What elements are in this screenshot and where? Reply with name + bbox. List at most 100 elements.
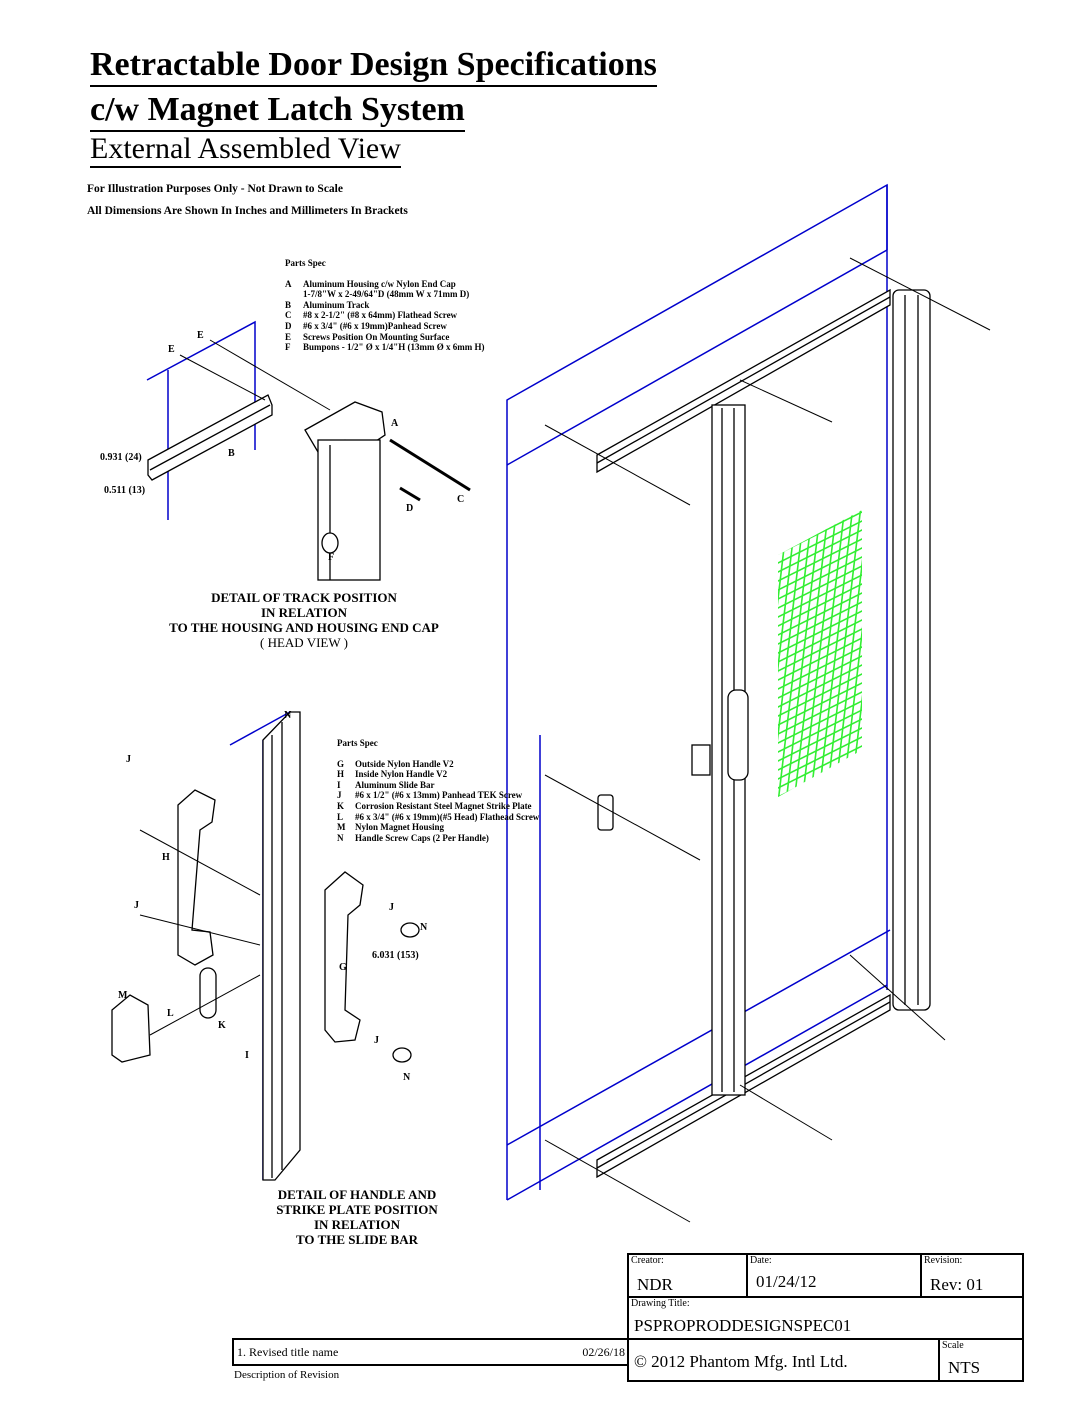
caption-line: IN RELATION xyxy=(313,1217,401,1232)
part-labels: A B C D E E F 0.931 (24) 0.511 (13) J J … xyxy=(100,330,464,1083)
mesh-strand xyxy=(760,251,880,311)
label-b: B xyxy=(228,448,235,459)
mesh-strand xyxy=(760,431,880,491)
mesh-strand xyxy=(760,197,880,257)
scale-label: Scale xyxy=(942,1340,964,1351)
mesh-strand xyxy=(544,480,584,820)
scale-note: For Illustration Purposes Only - Not Dra… xyxy=(87,183,343,195)
mesh-strand xyxy=(778,510,862,528)
mesh-strand xyxy=(648,480,688,820)
creator-cell: Creator: NDR xyxy=(627,1253,748,1298)
part-description: #8 x 2-1/2" (#8 x 64mm) Flathead Screw xyxy=(303,310,458,321)
part-description: #6 x 1/2" (#6 x 13mm) Panhead TEK Screw xyxy=(355,790,523,801)
mesh-strand xyxy=(778,691,862,753)
mesh-strand xyxy=(778,510,862,519)
label-d: D xyxy=(406,503,413,514)
mesh-strand xyxy=(778,510,817,797)
part-description: #6 x 3/4" (#6 x 19mm)(#5 Head) Flathead … xyxy=(355,811,540,822)
caption-line: IN RELATION xyxy=(260,605,348,620)
mesh-strand xyxy=(778,754,862,797)
creator-value: NDR xyxy=(637,1275,673,1294)
mesh-strand xyxy=(778,510,862,564)
label-e: E xyxy=(197,330,204,341)
mesh-strand xyxy=(778,529,862,591)
mesh-strand xyxy=(778,790,862,797)
part-description: Inside Nylon Handle V2 xyxy=(355,769,448,780)
mesh-strand xyxy=(600,480,640,820)
date-cell: Date: 01/24/12 xyxy=(746,1253,922,1298)
part-key: F xyxy=(285,342,291,353)
part-description: 1-7/8"W x 2-49/64"D (48mm W x 71mm D) xyxy=(303,289,470,300)
revision-entry-date: 02/26/18 xyxy=(582,1345,625,1359)
mesh-strand xyxy=(807,510,849,797)
part-key: D xyxy=(285,320,292,331)
label-a: A xyxy=(391,418,399,429)
caption-line: TO THE HOUSING AND HOUSING END CAP xyxy=(169,620,439,635)
label-m: M xyxy=(118,990,128,1001)
drawing-title-value: PSPROPRODDESIGNSPEC01 xyxy=(634,1316,852,1335)
mesh-strand xyxy=(760,215,880,275)
revision-cell: Revision: Rev: 01 xyxy=(920,1253,1024,1298)
mesh-strand xyxy=(778,772,862,797)
mesh-strand xyxy=(1016,480,1056,820)
caption-line: DETAIL OF TRACK POSITION xyxy=(211,590,397,605)
mesh-strand xyxy=(576,480,616,820)
part-description: Outside Nylon Handle V2 xyxy=(355,758,454,769)
mesh-strand xyxy=(778,745,862,797)
part-key: E xyxy=(285,331,292,342)
detail-2-caption: DETAIL OF HANDLE AND STRIKE PLATE POSITI… xyxy=(257,1187,457,1247)
parts-spec-item: 1-7/8"W x 2-49/64"D (48mm W x 71mm D) xyxy=(285,289,485,300)
caption-line: ( HEAD VIEW ) xyxy=(260,635,348,650)
part-description: Nylon Magnet Housing xyxy=(355,822,445,833)
dimension-note: All Dimensions Are Shown In Inches and M… xyxy=(87,205,408,217)
label-k: K xyxy=(218,1020,226,1031)
label-e: E xyxy=(168,344,175,355)
date-label: Date: xyxy=(750,1255,772,1266)
mesh-strand xyxy=(760,377,880,437)
label-l: L xyxy=(167,1008,174,1019)
mesh-strand xyxy=(944,480,984,820)
mesh-strand xyxy=(760,368,880,428)
part-description: Aluminum Slide Bar xyxy=(355,779,435,790)
mesh-strand xyxy=(778,538,862,600)
parts-spec-heading: Parts Spec xyxy=(337,738,378,748)
part-description: Aluminum Housing c/w Nylon End Cap xyxy=(303,278,456,289)
parts-spec-item: A Aluminum Housing c/w Nylon End Cap xyxy=(285,279,485,290)
mesh-strand xyxy=(1024,480,1064,820)
door-frame-outline xyxy=(146,183,891,1201)
part-description: Aluminum Track xyxy=(303,299,370,310)
mesh-strand xyxy=(778,700,862,762)
mesh-strand xyxy=(760,341,880,401)
mesh-strand xyxy=(584,480,624,820)
mesh-strand xyxy=(624,480,664,820)
revision-log-label: Description of Revision xyxy=(234,1369,340,1381)
parts-spec-item: L#6 x 3/4" (#6 x 19mm)(#5 Head) Flathead… xyxy=(337,812,539,823)
mesh-strand xyxy=(656,480,696,820)
mesh-strand xyxy=(778,646,862,708)
mesh-strand xyxy=(536,480,576,820)
label-n: N xyxy=(284,710,292,721)
mesh-strand xyxy=(760,224,880,284)
mesh-strand xyxy=(778,511,862,573)
drawing-title-label: Drawing Title: xyxy=(631,1298,690,1309)
mesh-strand xyxy=(778,727,862,789)
mesh-strand xyxy=(616,480,656,820)
label-g: G xyxy=(339,962,347,973)
mesh-strand xyxy=(760,413,880,473)
label-j: J xyxy=(389,902,394,913)
mesh-strand xyxy=(847,510,862,797)
mesh-strand xyxy=(1032,480,1072,820)
mesh-strand xyxy=(778,565,862,627)
part-key: A xyxy=(285,278,292,289)
mesh-strand xyxy=(936,480,976,820)
revision-entry: 1. Revised title name xyxy=(237,1345,339,1359)
label-n: N xyxy=(420,922,428,933)
mesh-strand xyxy=(778,583,862,645)
page-subtitle: External Assembled View xyxy=(90,132,401,168)
mesh-strand xyxy=(760,188,880,248)
mesh-strand xyxy=(778,655,862,717)
